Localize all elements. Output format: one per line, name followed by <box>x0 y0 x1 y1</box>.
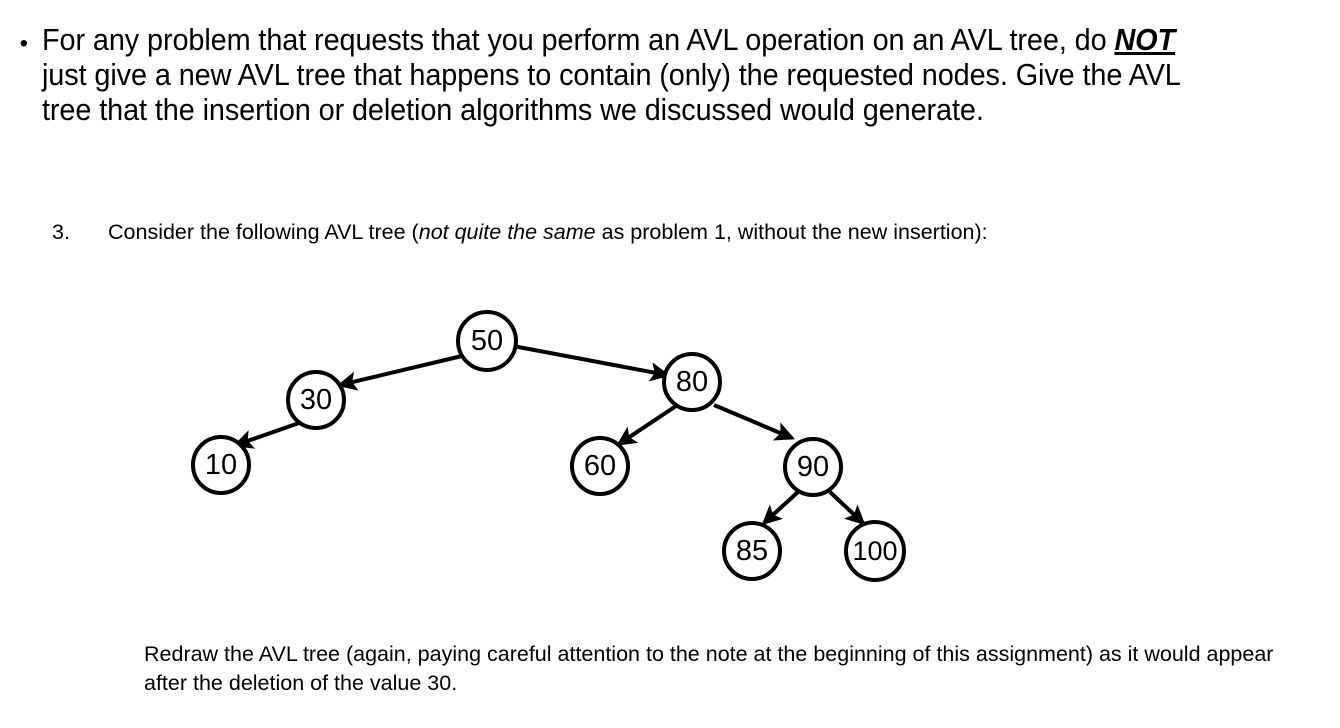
tree-edge-90-to-85 <box>761 490 800 526</box>
note-paragraph: For any problem that requests that you p… <box>42 22 1195 127</box>
tree-node-80: 80 <box>662 352 722 412</box>
tree-node-label-60: 60 <box>584 450 616 482</box>
avl-tree-svg: 50 30 10 80 60 90 85 100 <box>191 310 906 582</box>
closing-instruction: Redraw the AVL tree (again, paying caref… <box>144 642 1274 695</box>
tree-node-circle-85 <box>722 521 782 581</box>
tree-node-label-30: 30 <box>300 384 332 416</box>
tree-node-90: 90 <box>783 437 843 497</box>
tree-node-label-85: 85 <box>736 535 768 567</box>
tree-edge-30-to-10 <box>232 421 300 449</box>
avl-tree-diagram: 50 30 10 80 60 90 85 100 <box>0 280 1000 610</box>
tree-node-60: 60 <box>570 436 630 496</box>
tree-node-circle-10 <box>191 435 251 495</box>
note-row: • For any problem that requests that you… <box>0 22 1340 127</box>
tree-node-30: 30 <box>286 370 346 430</box>
tree-edge-80-to-90 <box>713 403 795 441</box>
tree-node-circle-30 <box>286 370 346 430</box>
tree-edge-80-to-60 <box>616 404 678 446</box>
problem-statement: Consider the following AVL tree (not qui… <box>108 218 1168 247</box>
tree-node-circle-100 <box>844 520 906 582</box>
problem-text-part-2: as problem 1, without the new insertion)… <box>595 220 988 244</box>
tree-edge-group <box>232 344 866 526</box>
tree-node-circle-80 <box>662 352 722 412</box>
tree-node-label-80: 80 <box>676 366 708 398</box>
bullet-icon: • <box>19 30 28 57</box>
note-text-before-emphasis: For any problem that requests that you p… <box>42 22 1115 57</box>
problem-3: 3. Consider the following AVL tree (not … <box>52 218 1212 247</box>
tree-node-label-10: 10 <box>205 449 237 481</box>
avl-note-block: • For any problem that requests that you… <box>0 22 1340 127</box>
tree-node-10: 10 <box>191 435 251 495</box>
tree-node-group: 50 30 10 80 60 90 85 100 <box>191 310 906 582</box>
tree-node-label-100: 100 <box>852 536 897 566</box>
tree-node-label-50: 50 <box>471 325 503 357</box>
tree-node-circle-60 <box>570 436 630 496</box>
tree-node-100: 100 <box>844 520 906 582</box>
problem-italic-phrase: not quite the same <box>418 220 596 244</box>
note-emphasis-not: NOT <box>1114 22 1176 57</box>
tree-node-85: 85 <box>722 521 782 581</box>
tree-edge-50-to-30 <box>336 354 463 391</box>
problem-text-part-1: Consider the following AVL tree ( <box>108 220 419 244</box>
tree-edge-90-to-100 <box>828 490 866 526</box>
tree-node-label-90: 90 <box>797 451 829 483</box>
tree-node-circle-90 <box>783 437 843 497</box>
tree-node-circle-50 <box>456 310 518 372</box>
problem-number: 3. <box>52 220 70 244</box>
note-text-after-emphasis: just give a new AVL tree that happens to… <box>42 57 1180 127</box>
tree-edge-50-to-80 <box>512 344 671 382</box>
tree-node-50: 50 <box>456 310 518 372</box>
